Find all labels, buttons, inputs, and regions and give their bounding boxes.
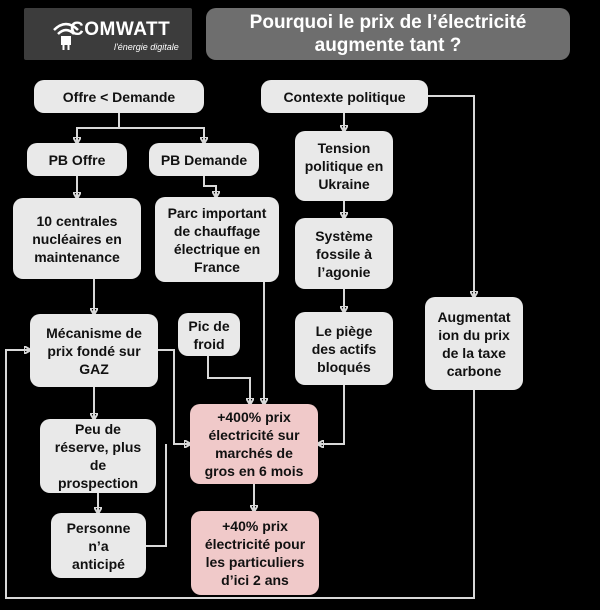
node-chauffage: Parc important de chauffage électrique e…: [155, 197, 279, 282]
connector-pbdemande-chauffage: [203, 176, 216, 197]
logo-name: COMWATT: [70, 19, 171, 40]
node-peu-reserve: Peu de réserve, plus de prospection: [40, 419, 156, 493]
node-taxe-carbone: Augmentat ion du prix de la taxe carbone: [425, 297, 523, 390]
logo-tagline: l'énergie digitale: [114, 42, 179, 52]
node-pb-offre: PB Offre: [27, 143, 127, 176]
connector-contexte-taxe: [428, 95, 474, 297]
connector-personne-hausse: [146, 444, 167, 547]
connector-pic-hausse: [207, 356, 250, 404]
node-mecanisme-gaz: Mécanisme de prix fondé sur GAZ: [30, 314, 158, 387]
node-hausse-particuliers: +40% prix électricité pour les particuli…: [191, 511, 319, 595]
node-centrales: 10 centrales nucléaires en maintenance: [13, 198, 141, 279]
node-piege-actifs: Le piège des actifs bloqués: [295, 312, 393, 385]
connector-demande-split: [119, 127, 204, 143]
connector-piege-hausse: [318, 385, 345, 444]
connector-offre-split: [77, 113, 120, 143]
node-personne: Personne n’a anticipé: [51, 513, 146, 578]
node-systeme-fossile: Système fossile à l’agonie: [295, 218, 393, 289]
node-offre-demande: Offre < Demande: [34, 80, 204, 113]
logo: COMWATT l'énergie digitale: [24, 8, 192, 60]
page-title: Pourquoi le prix de l’électricité augmen…: [206, 8, 570, 60]
node-tension-ukraine: Tension politique en Ukraine: [295, 131, 393, 201]
node-hausse-gros: +400% prix électricité sur marchés de gr…: [190, 404, 318, 484]
node-pb-demande: PB Demande: [149, 143, 259, 176]
node-pic-froid: Pic de froid: [178, 313, 240, 356]
node-contexte-politique: Contexte politique: [261, 80, 428, 113]
connector-taxe-loop: [5, 350, 475, 599]
plug-wifi-icon: [53, 22, 79, 50]
connector-mecanisme-hausse: [158, 349, 190, 444]
